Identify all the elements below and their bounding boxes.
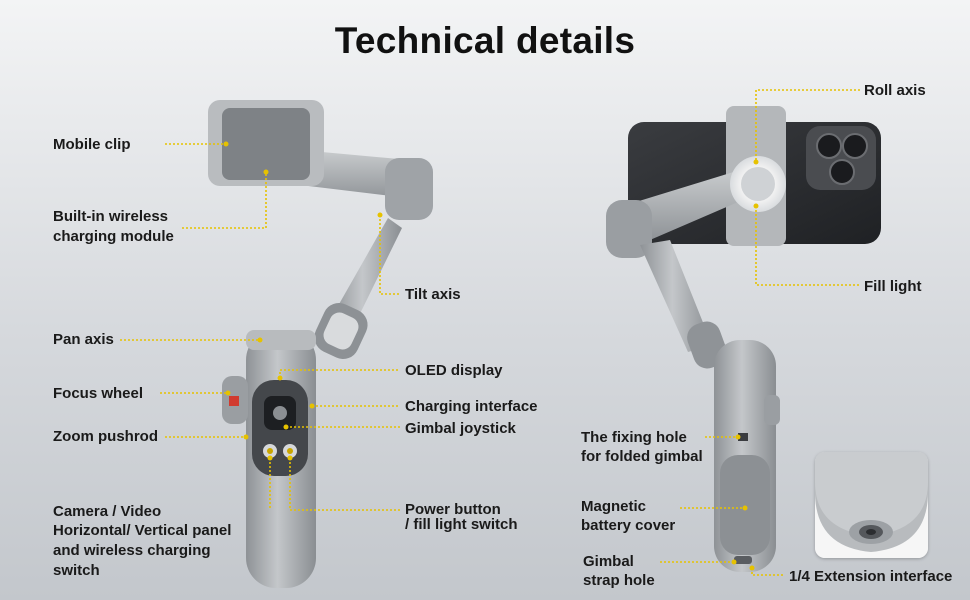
pan-joint <box>246 330 316 350</box>
roll-motor <box>385 158 433 220</box>
label-charging-interface: Charging interface <box>405 398 538 415</box>
strap-hole <box>734 556 752 564</box>
extension-interface-inset <box>815 452 928 558</box>
label-zoom-pushrod: Zoom pushrod <box>53 428 158 445</box>
gimbal-back-view <box>606 106 881 572</box>
label-oled-display: OLED display <box>405 362 503 379</box>
label-mobile-clip: Mobile clip <box>53 136 131 153</box>
page-title: Technical details <box>334 20 636 61</box>
label-strap-hole-line1: Gimbal <box>583 553 634 570</box>
label-magnetic-cover-line1: Magnetic <box>581 498 647 515</box>
label-magnetic-cover-line2: battery cover <box>581 517 676 534</box>
label-roll-axis: Roll axis <box>864 82 926 99</box>
label-power-button-line2: / fill light switch <box>405 516 518 533</box>
fixing-hole <box>738 433 748 441</box>
label-tilt-axis: Tilt axis <box>405 286 461 303</box>
extension-interface-detail <box>815 452 928 558</box>
battery-cover <box>720 455 770 555</box>
label-camera-video-line2: Horizontal/ Vertical panel <box>53 522 232 539</box>
label-wireless-charging-line2: charging module <box>53 228 174 245</box>
tilt-arm-back <box>640 240 712 352</box>
label-fixing-hole-line2: for folded gimbal <box>581 448 703 465</box>
label-fixing-hole-line1: The fixing hole <box>581 429 687 446</box>
label-fill-light: Fill light <box>864 278 922 295</box>
label-focus-wheel: Focus wheel <box>53 385 144 402</box>
label-camera-video-line1: Camera / Video <box>53 503 162 520</box>
tilt-arm <box>330 218 402 330</box>
tilt-button-pad <box>323 312 359 350</box>
clip-pad <box>222 108 310 180</box>
label-pan-axis: Pan axis <box>53 331 114 348</box>
rear-motor <box>606 200 652 258</box>
label-camera-video-line4: switch <box>53 562 100 579</box>
label-power-button-line1: Power button <box>405 501 501 518</box>
label-strap-hole-line2: strap hole <box>583 572 655 589</box>
gimbal-front-view <box>208 100 433 588</box>
label-wireless-charging-line1: Built-in wireless <box>53 208 169 225</box>
joystick <box>273 406 287 420</box>
label-gimbal-joystick: Gimbal joystick <box>405 420 516 437</box>
side-wheel <box>764 395 780 425</box>
label-extension-interface: 1/4 Extension interface <box>789 568 953 585</box>
leader-lines <box>120 89 860 576</box>
label-camera-video-line3: and wireless charging <box>53 542 211 559</box>
